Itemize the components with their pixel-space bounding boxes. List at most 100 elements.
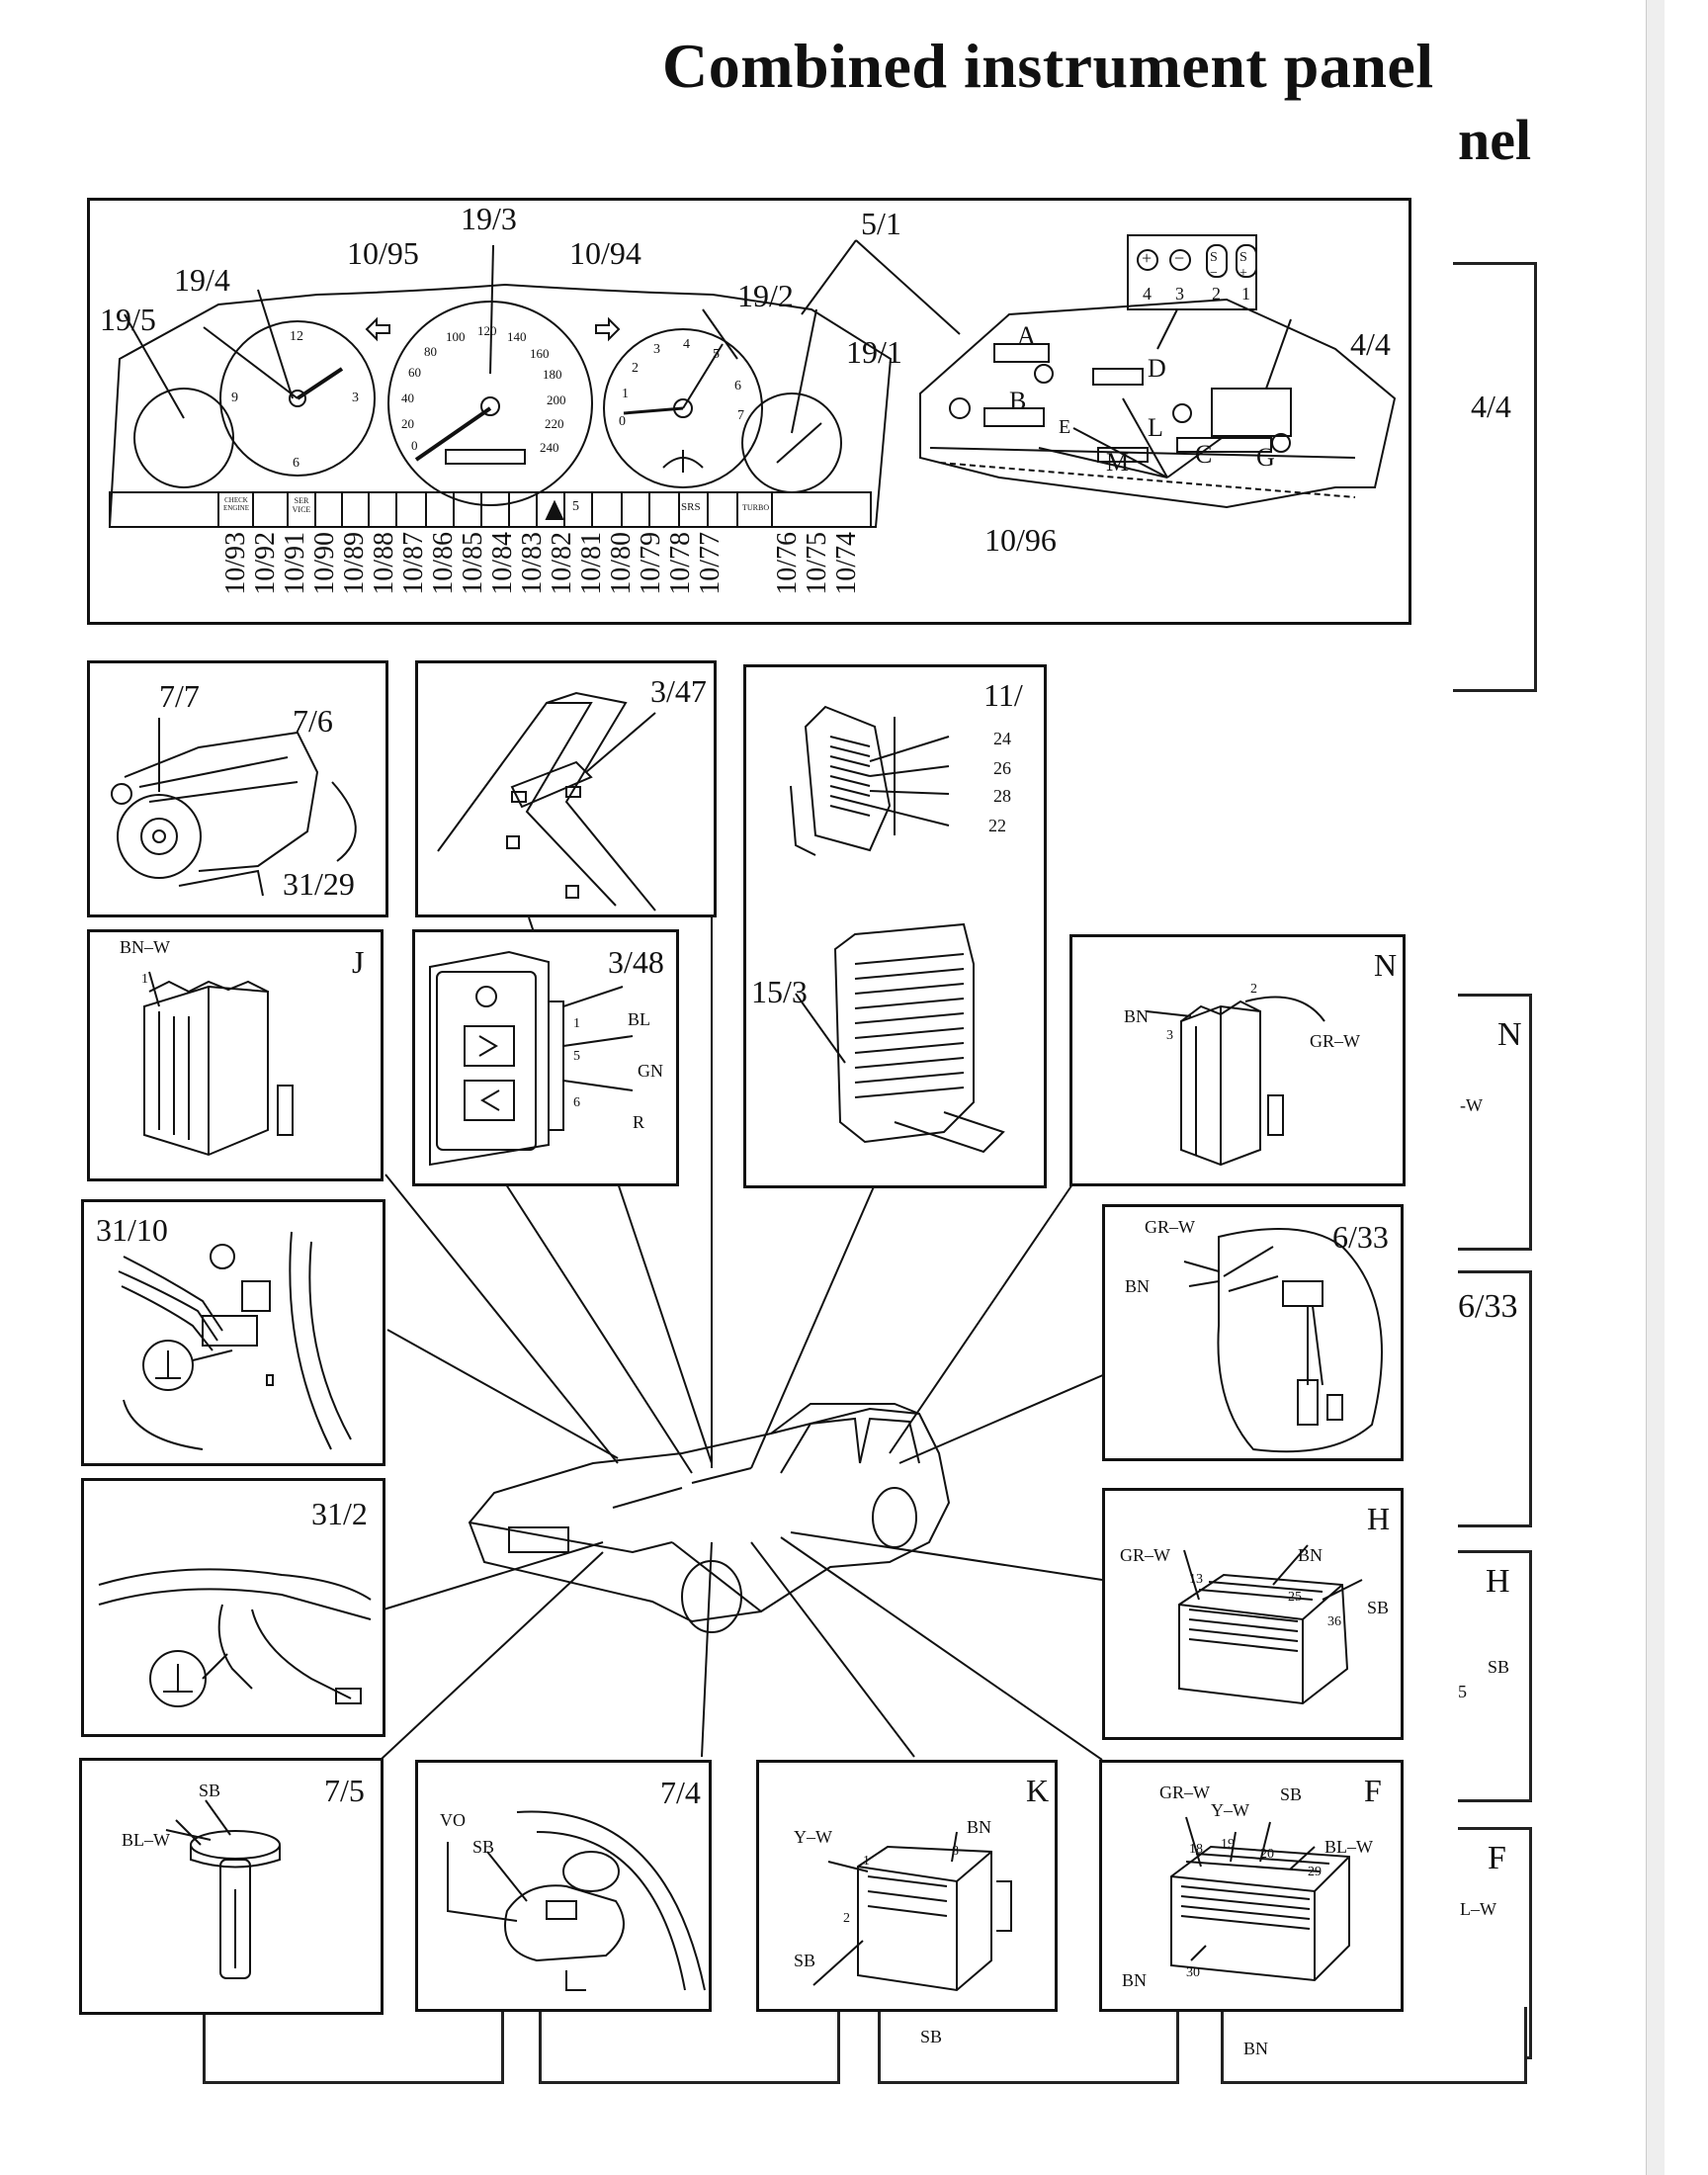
panel-reservoir-7-4: 7/4 VO SB: [415, 1760, 712, 2012]
switch-wire-r: R: [633, 1112, 645, 1132]
ghost-wire-n: -W: [1460, 1095, 1483, 1115]
speedo-tick-200: 200: [547, 392, 566, 407]
ghost-panel-4-4: 4/4: [1453, 262, 1537, 692]
j-pin-1: 1: [141, 972, 148, 987]
switch-key-symbol-4: S +: [1239, 250, 1247, 281]
switch-key-number-2: 2: [1212, 284, 1221, 304]
callout-19-2: 19/2: [737, 278, 794, 313]
f-pin-18: 18: [1189, 1842, 1203, 1857]
ghost-panel-bottom-2: [539, 2007, 840, 2084]
tacho-tick-2: 2: [632, 361, 639, 376]
h-wire-gr-w: GR–W: [1120, 1545, 1170, 1565]
switch-pin-5: 5: [573, 1049, 580, 1064]
f-pin-29: 29: [1308, 1865, 1322, 1879]
panel-f-connector: F GR–W Y–W SB BL–W BN 18 19 20 29 30: [1099, 1760, 1404, 2012]
fuse-pin-22: 22: [988, 816, 1006, 835]
panel-n-connector: N BN GR–W 3 2: [1069, 934, 1406, 1186]
panel-sensor-6-33: 6/33 GR–W BN: [1102, 1204, 1404, 1461]
panel-console: 3/47: [415, 660, 717, 917]
fuse-pin-26: 26: [993, 758, 1011, 778]
h-pin-13: 13: [1189, 1572, 1203, 1587]
tacho-tick-5: 5: [713, 347, 720, 362]
callout-19-1: 19/1: [846, 334, 902, 370]
h-pin-36: 36: [1327, 1614, 1341, 1629]
f-wire-y-w: Y–W: [1211, 1800, 1249, 1820]
label-31-2: 31/2: [311, 1496, 368, 1531]
ghost-panel-n: N -W: [1458, 994, 1532, 1251]
switch-pin-1: 1: [573, 1016, 580, 1031]
label-h: H: [1367, 1501, 1391, 1536]
clock-tick-12: 12: [290, 329, 303, 344]
switch-wire-gn: GN: [638, 1061, 663, 1081]
page-title: Combined instrument panel: [662, 31, 1434, 101]
h-wire-bn: BN: [1298, 1545, 1324, 1565]
fuel-7-5-drawing: [165, 1799, 281, 1979]
tacho-tick-3: 3: [653, 342, 660, 357]
speedo-tick-240: 240: [540, 440, 559, 455]
fuel-wire-sb: SB: [199, 1781, 221, 1800]
label-31-29: 31/29: [283, 866, 355, 902]
lamp-check-engine: CHECK ENGINE: [222, 496, 250, 512]
panel-ground-31-2: 31/2: [81, 1478, 385, 1737]
label-j: J: [352, 944, 365, 980]
f-wire-gr-w: GR–W: [1159, 1783, 1210, 1802]
instrument-panel-figure: 19/3 10/95 10/94 19/4 19/2 5/1 19/5 19/1…: [87, 198, 1411, 625]
ghost-label-f: F: [1488, 1840, 1506, 1876]
speedo-tick-120: 120: [477, 323, 497, 338]
speedo-tick-20: 20: [401, 416, 414, 431]
label-7-7: 7/7: [159, 678, 200, 714]
ground-31-2-drawing: [98, 1568, 372, 1707]
ghost-label-6-33: 6/33: [1458, 1288, 1518, 1325]
fusebox-drawing: [790, 705, 1005, 1154]
sensor-wire-gr-w: GR–W: [1145, 1217, 1195, 1237]
reservoir-7-4-drawing: [447, 1810, 706, 1991]
tacho-tick-4: 4: [683, 337, 690, 352]
label-11: 11/: [983, 677, 1023, 713]
ghost-wire-h: SB: [1488, 1657, 1510, 1677]
callout-10-94: 10/94: [569, 235, 641, 271]
j-connector-drawing: [143, 971, 294, 1157]
label-3-47: 3/47: [650, 673, 707, 709]
panel-ground-31-10: 31/10: [81, 1199, 385, 1466]
sensor-6-33-drawing: [1183, 1228, 1383, 1453]
callout-19-5: 19/5: [100, 302, 156, 337]
switch-pin-6: 6: [573, 1095, 580, 1110]
ghost-label-n: N: [1497, 1016, 1522, 1053]
connector-letter-m: M: [1106, 448, 1130, 477]
reservoir-wire-sb: SB: [472, 1837, 495, 1857]
label-7-6: 7/6: [293, 703, 333, 739]
ghost-panel-f: F L–W: [1458, 1827, 1532, 2059]
callout-5-1: 5/1: [861, 206, 901, 241]
k-wire-bn: BN: [967, 1817, 992, 1837]
ghost-panel-6-33: 6/33: [1458, 1270, 1532, 1527]
label-n: N: [1374, 947, 1398, 983]
label-6-33: 6/33: [1332, 1219, 1389, 1255]
f-pin-20: 20: [1260, 1847, 1274, 1862]
ghost-label-h: H: [1486, 1563, 1510, 1600]
connector-letter-g: G: [1256, 443, 1275, 472]
label-15-3: 15/3: [751, 974, 808, 1009]
h-connector-drawing: [1178, 1544, 1363, 1705]
switch-key-symbol-1: +: [1142, 248, 1153, 268]
callout-10-96: 10/96: [984, 522, 1057, 558]
n-wire-gr-w: GR–W: [1310, 1031, 1360, 1051]
k-pin-1: 1: [863, 1854, 870, 1869]
panel-h-connector: H GR–W BN SB 13 25 36: [1102, 1488, 1404, 1740]
fuel-wire-bl-w: BL–W: [122, 1830, 170, 1850]
speedo-tick-160: 160: [530, 346, 550, 361]
lamp-5: 5: [572, 499, 579, 514]
tacho-tick-6: 6: [734, 379, 741, 393]
clock-tick-9: 9: [231, 391, 238, 405]
k-connector-drawing: [812, 1831, 1012, 1992]
ghost-panel-bottom-1: [203, 2007, 504, 2084]
panel-engine: 7/7 7/6 31/29: [87, 660, 388, 917]
label-7-5: 7/5: [324, 1773, 365, 1808]
connector-letter-d: D: [1148, 354, 1166, 383]
n-wire-bn: BN: [1124, 1006, 1150, 1026]
ghost-label-4-4: 4/4: [1471, 389, 1511, 424]
tacho-tick-7: 7: [737, 408, 744, 423]
label-f: F: [1364, 1773, 1382, 1808]
k-wire-y-w: Y–W: [794, 1827, 832, 1847]
speedo-tick-180: 180: [543, 367, 562, 382]
